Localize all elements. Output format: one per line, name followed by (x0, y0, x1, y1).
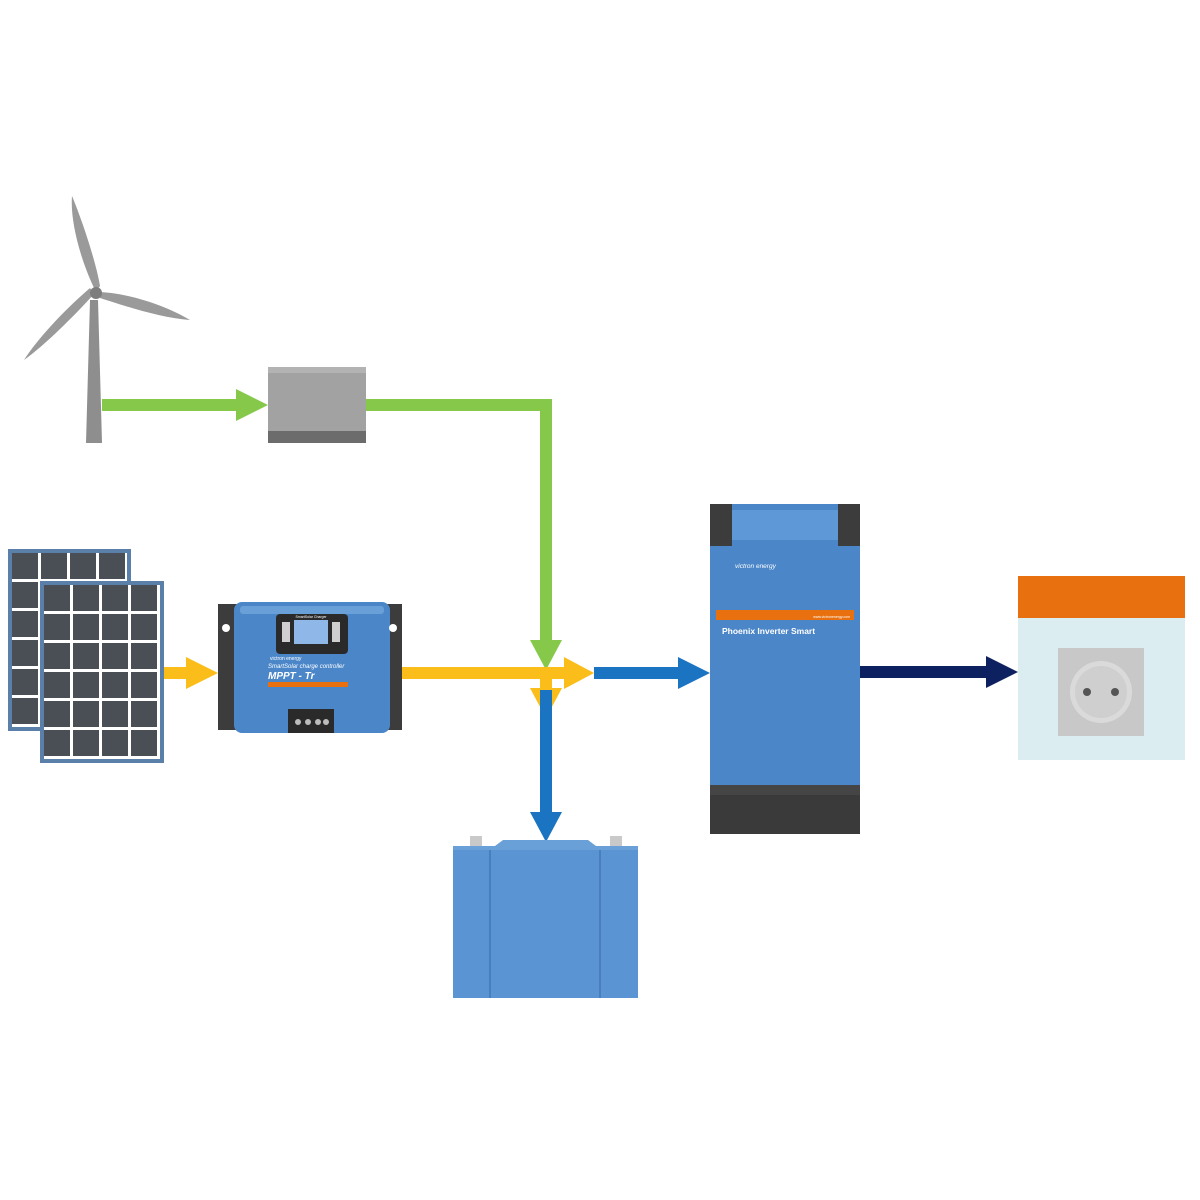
controller-brand: victron energy (270, 656, 302, 662)
wind-turbine-icon (24, 196, 190, 443)
dc-flow-arrows (530, 657, 710, 842)
controller-display-label: SmartSolar Charger (295, 615, 327, 619)
phoenix-inverter: victron energy www.victronenergy.com Pho… (710, 504, 860, 834)
inverter-website: www.victronenergy.com (813, 615, 850, 619)
solar-panel-front (40, 581, 164, 763)
wind-controller-box (268, 367, 366, 443)
controller-subtitle: SmartSolar charge controller (268, 664, 345, 670)
controller-model: MPPT - Tr (268, 671, 316, 682)
inverter-model: Phoenix Inverter Smart (722, 626, 815, 636)
battery-icon (453, 836, 638, 998)
wind-flow-arrows (102, 389, 562, 670)
solar-panel-icon (8, 549, 164, 763)
controller-terminal-block (288, 709, 334, 733)
ac-flow-arrow (860, 656, 1018, 688)
inverter-brand: victron energy (735, 563, 777, 570)
wall-socket-icon (1018, 576, 1185, 760)
mppt-charge-controller: SmartSolar Charger victron energy SmartS… (218, 602, 402, 733)
controller-display: SmartSolar Charger (276, 614, 348, 654)
